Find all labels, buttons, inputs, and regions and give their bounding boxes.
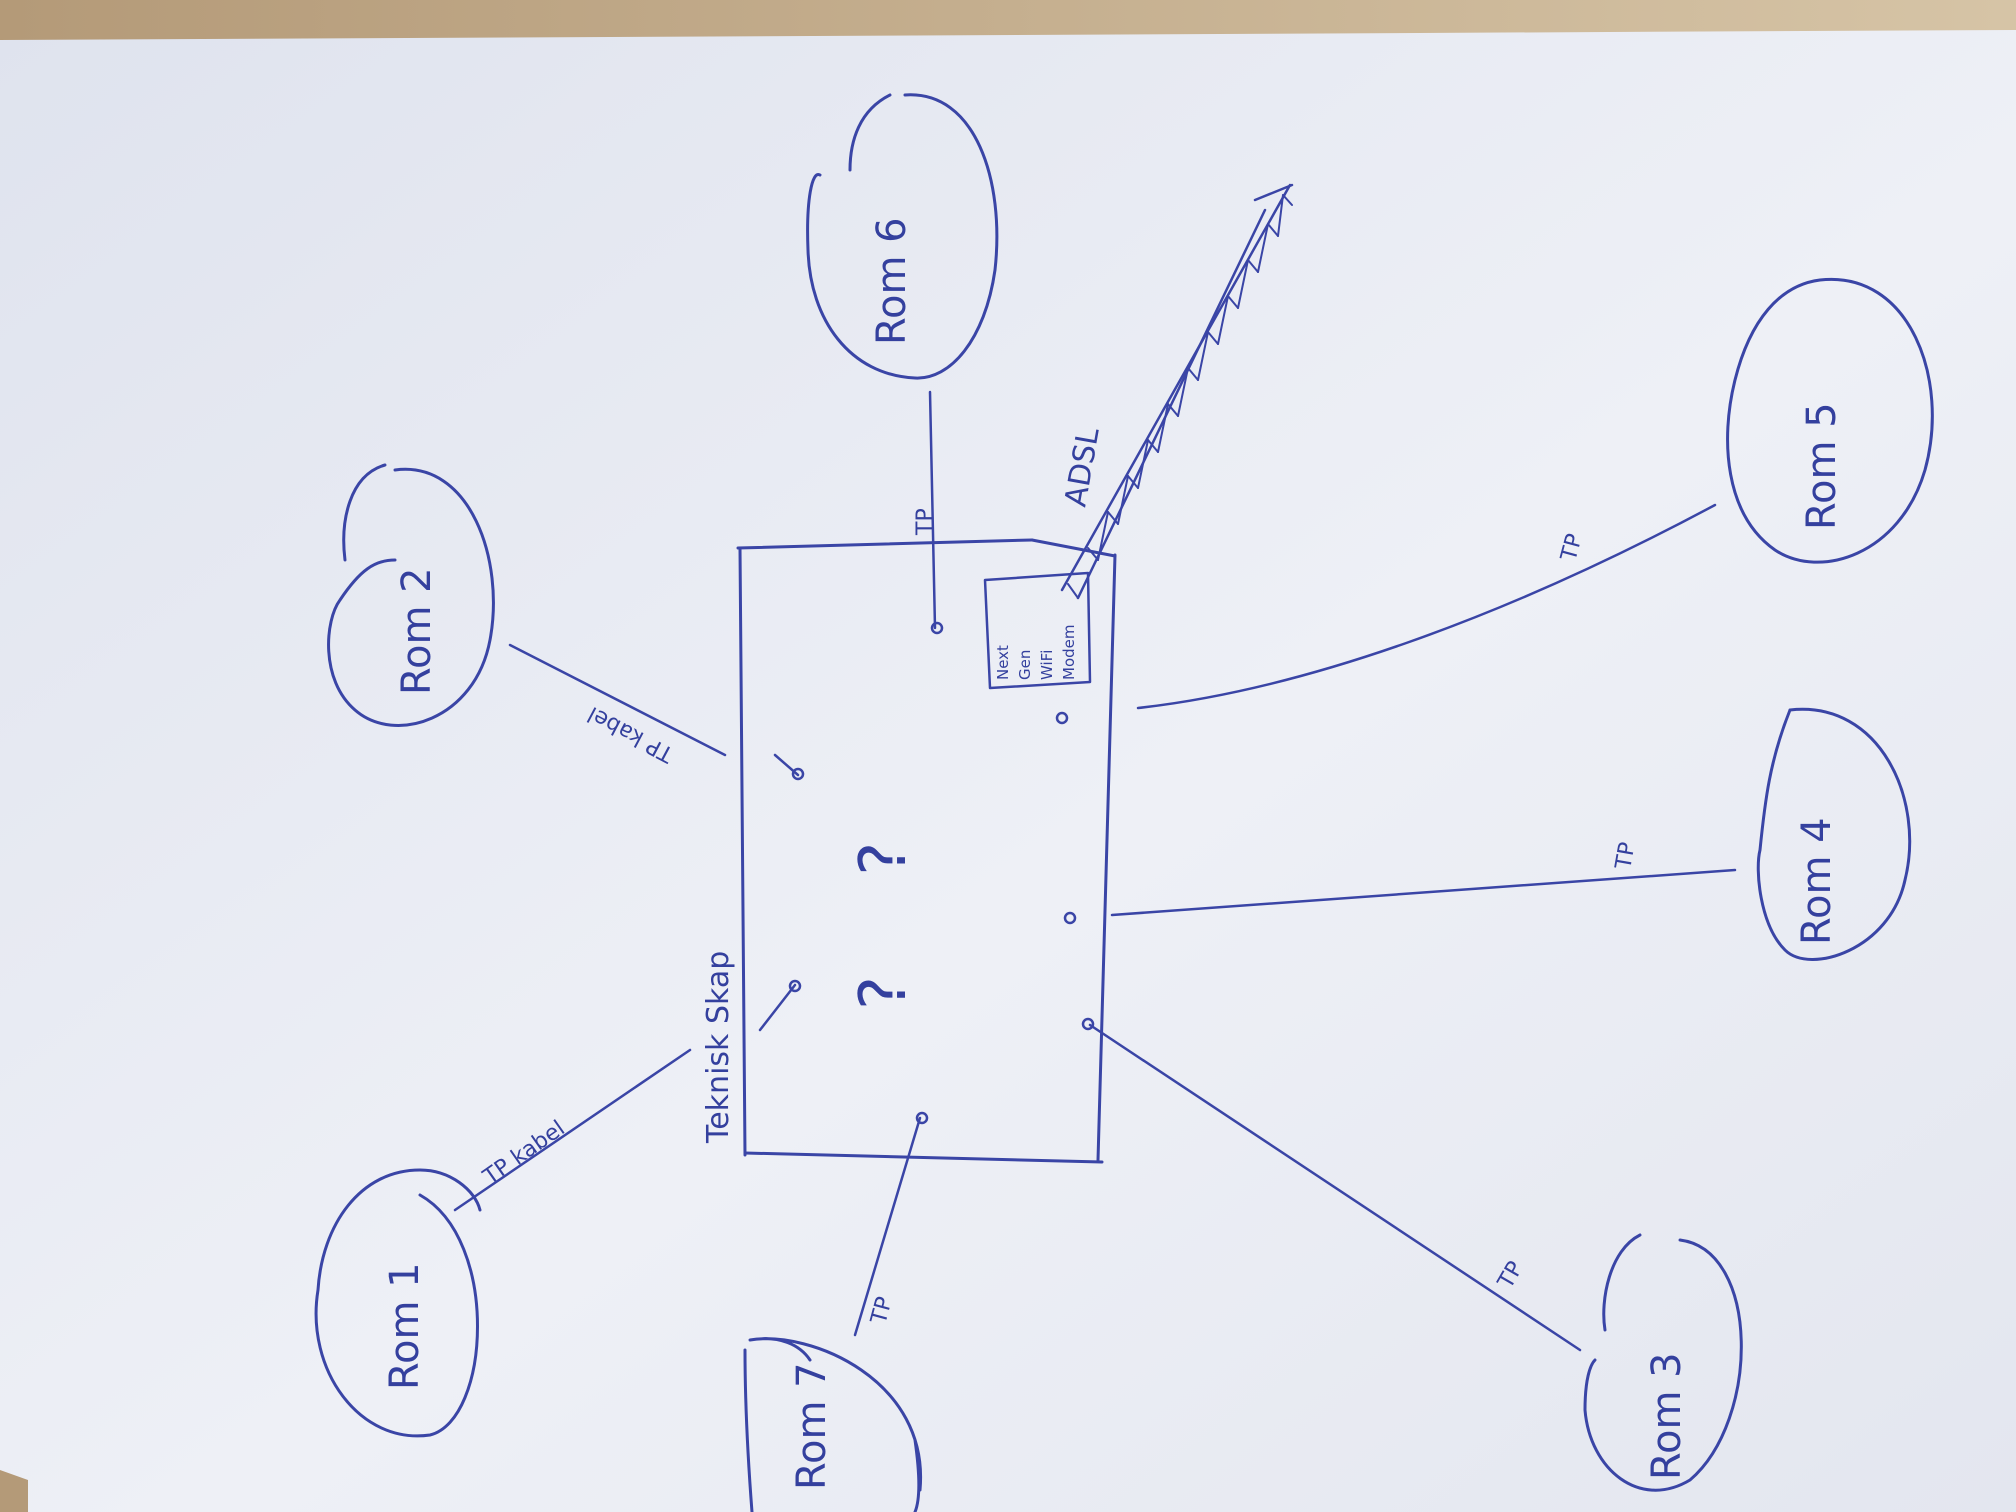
port-rom4 xyxy=(1063,911,1077,925)
cabinet-question-marks: ? ? xyxy=(847,802,921,1010)
paper-sheet xyxy=(0,30,2016,1512)
room-label-rom3: Rom 3 xyxy=(1644,1352,1690,1480)
room-label-rom1: Rom 1 xyxy=(382,1262,428,1390)
room-node-rom2: Rom 2 xyxy=(327,463,495,727)
room-label-rom6: Rom 6 xyxy=(869,217,915,345)
cable-rom7 xyxy=(853,1116,922,1337)
cable-rom3 xyxy=(1088,1023,1582,1352)
room-label-rom5: Rom 5 xyxy=(1799,402,1845,530)
modem-box xyxy=(983,571,1092,690)
room-node-rom5: Rom 5 xyxy=(1726,277,1934,564)
cable-rom6 xyxy=(928,390,937,630)
room-label-rom7: Rom 7 xyxy=(789,1362,835,1490)
cable-rom4 xyxy=(1110,868,1737,917)
room-node-rom1: Rom 1 xyxy=(314,1168,482,1438)
port-rom5 xyxy=(1055,711,1069,725)
modem-label-line-1: Next xyxy=(994,645,1012,680)
room-label-rom4: Rom 4 xyxy=(1794,817,1840,945)
cable-rom1-port-stub xyxy=(758,983,797,1032)
port-rom6 xyxy=(930,621,944,635)
modem-label-line-4: Modem xyxy=(1060,625,1078,680)
modem-label-line-3: WiFi xyxy=(1038,650,1056,680)
cabinet-label: Teknisk Skap xyxy=(701,951,736,1144)
modem-label-line-2: Gen xyxy=(1016,650,1034,680)
room-node-rom3: Rom 3 xyxy=(1583,1233,1743,1492)
cable-label-rom6: TP xyxy=(913,508,938,536)
cable-rom5 xyxy=(1136,503,1717,710)
cable-rom2 xyxy=(508,643,727,757)
room-label-rom2: Rom 2 xyxy=(394,567,440,695)
port-rom2 xyxy=(791,767,805,781)
room-node-rom6: Rom 6 xyxy=(806,93,999,380)
port-rom7 xyxy=(915,1111,929,1125)
room-node-rom7: Rom 7 xyxy=(743,1337,922,1512)
port-rom1 xyxy=(788,979,802,993)
cabinet-box xyxy=(736,538,1117,1164)
room-node-rom4: Rom 4 xyxy=(1756,707,1912,961)
port-rom3 xyxy=(1081,1017,1095,1031)
cable-label-rom4: TP xyxy=(1611,840,1640,872)
adsl-cable xyxy=(1060,183,1294,600)
cable-rom1 xyxy=(453,1048,692,1212)
